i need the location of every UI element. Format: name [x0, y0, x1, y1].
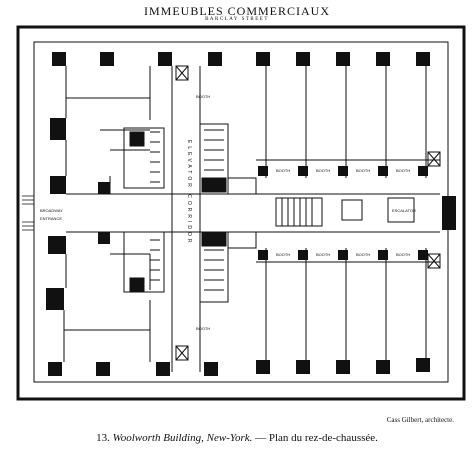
- booth-label: BOOTH: [276, 252, 290, 257]
- central-stair: [275, 197, 415, 227]
- elevator-banks-left: [123, 127, 165, 293]
- booth-label: BOOTH: [196, 326, 210, 331]
- caption-building: Woolworth Building, New-York.: [112, 432, 253, 444]
- booth-label: BOOTH: [396, 252, 410, 257]
- entrance-steps: [22, 195, 34, 231]
- right-shops: [256, 66, 440, 360]
- booth-label: BOOTH: [356, 252, 370, 257]
- architect-credit: Cass Gilbert, architecte.: [386, 416, 454, 424]
- broadway-entrance-label-1: BROADWAY: [40, 208, 63, 213]
- left-piers: [46, 118, 110, 310]
- street-label-barclay: BARCLAY STREET: [205, 17, 269, 22]
- elevator-corridor-label: ELEVATOR CORRIDOR: [186, 140, 192, 245]
- booth-label: BOOTH: [356, 168, 370, 173]
- caption-rest: — Plan du rez-de-chaussée.: [255, 432, 378, 444]
- main-arcade: [66, 193, 440, 233]
- escalator-label: ESCALATOR: [392, 208, 416, 213]
- broadway-entrance-label-2: ENTRANCE: [40, 216, 62, 221]
- booth-label: BOOTH: [396, 168, 410, 173]
- figure-caption: 13. Woolworth Building, New-York. — Plan…: [0, 432, 474, 444]
- right-piers: [258, 166, 456, 260]
- bottom-piers: [48, 358, 430, 376]
- left-shops: [63, 66, 151, 362]
- booth-label: BOOTH: [316, 252, 330, 257]
- plan-title: IMMEUBLES COMMERCIAUX: [143, 4, 330, 18]
- booth-label: BOOTH: [276, 168, 290, 173]
- top-piers: [52, 52, 430, 66]
- elevator-banks-right: [199, 123, 257, 303]
- booth-label: BOOTH: [316, 168, 330, 173]
- booth-label: BOOTH: [196, 94, 210, 99]
- outer-wall: [16, 25, 466, 401]
- caption-number: 13.: [96, 432, 110, 444]
- service-shafts: [175, 65, 441, 361]
- elevator-corridor: [171, 66, 201, 372]
